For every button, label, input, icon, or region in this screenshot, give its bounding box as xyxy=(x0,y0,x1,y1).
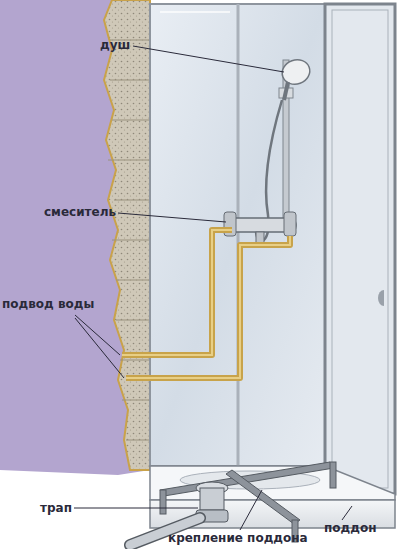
door-handle xyxy=(378,290,384,306)
wall-face xyxy=(0,0,150,475)
tray-support xyxy=(160,462,336,542)
part-label: смеситель xyxy=(44,205,116,219)
shower-rail xyxy=(283,60,289,230)
part-label: крепление поддона xyxy=(168,531,308,545)
door-panel xyxy=(325,4,395,494)
leader-lines xyxy=(74,46,352,530)
water-pipe xyxy=(126,236,290,378)
part-label: подвод воды xyxy=(2,297,94,311)
water-pipe xyxy=(122,230,232,355)
part-label: душ xyxy=(100,38,130,52)
wall-section xyxy=(104,0,150,470)
panel-seam xyxy=(237,4,240,466)
part-label: поддон xyxy=(324,521,376,535)
back-panel xyxy=(150,4,325,466)
part-label: трап xyxy=(40,501,72,515)
